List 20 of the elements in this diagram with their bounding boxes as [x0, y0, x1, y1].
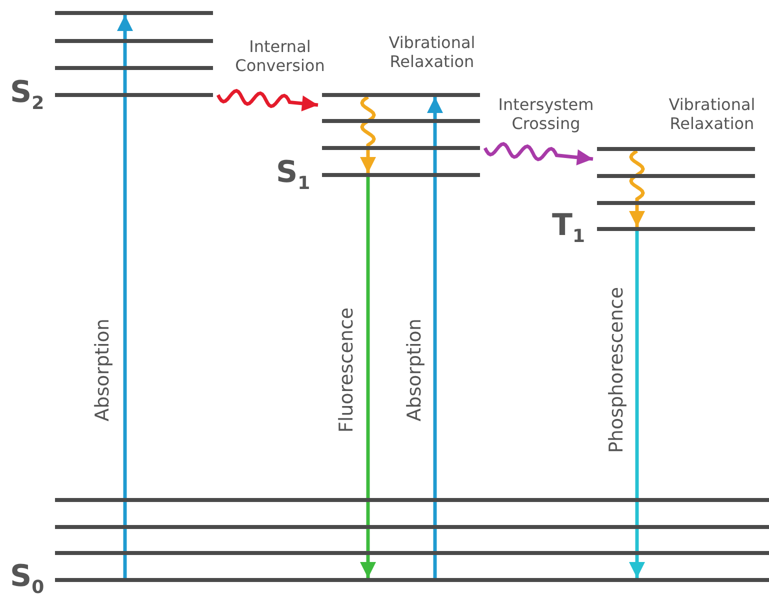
edge-label: Vibrational Relaxation [388, 32, 476, 72]
wavy-arrow [483, 142, 594, 166]
wavy-arrow [216, 88, 318, 112]
edge-label: Internal Conversion [234, 36, 326, 76]
edge-label: Fluorescence [336, 307, 358, 433]
edge-label: Vibrational Relaxation [668, 94, 756, 134]
state-label: S$_{2}$ [10, 78, 44, 113]
arrow [360, 177, 376, 578]
edge-label: Intersystem Crossing [497, 94, 595, 134]
edge-label: Phosphorescence [606, 286, 628, 454]
edge-label: Absorption [92, 318, 114, 422]
arrow [629, 231, 645, 578]
wavy-arrow [360, 96, 376, 173]
state-label: S$_{0}$ [10, 562, 44, 596]
state-label: S$_{1}$ [276, 158, 310, 193]
state-label: T$_{1}$ [552, 211, 585, 246]
edge-label: Absorption [404, 318, 426, 422]
arrow [427, 97, 443, 578]
wavy-arrow [629, 150, 645, 227]
arrow [117, 15, 133, 578]
